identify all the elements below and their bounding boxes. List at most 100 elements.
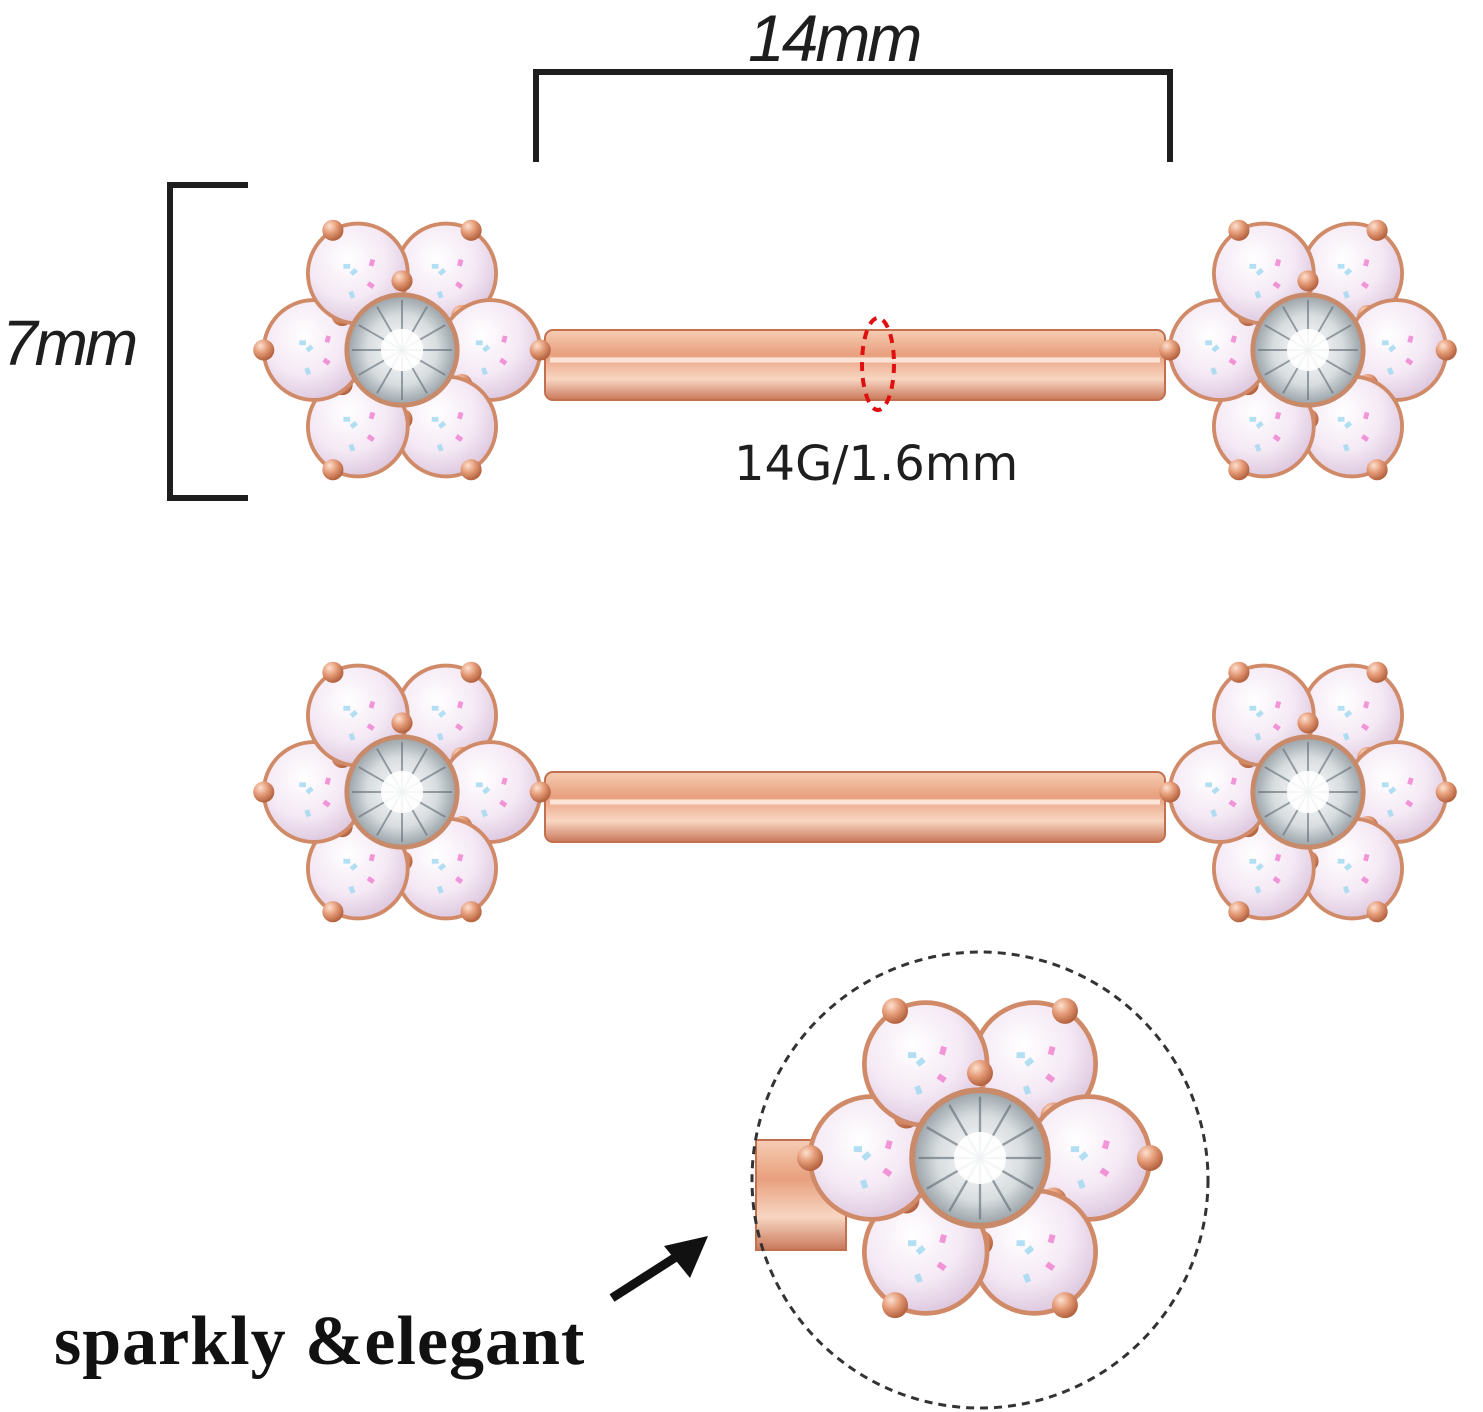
- prong: [1366, 901, 1388, 923]
- opal-sparkle: [1230, 777, 1237, 786]
- opal-sparkle: [1254, 290, 1262, 299]
- opal-sparkle: [343, 416, 351, 422]
- bar-bottom: [544, 771, 1166, 843]
- prong: [529, 339, 551, 361]
- opal-sparkle: [1274, 700, 1282, 709]
- opal-sparkle: [431, 416, 439, 422]
- opal-sparkle: [1274, 853, 1282, 862]
- opal-sparkle: [1016, 1240, 1025, 1247]
- opal-sparkle: [1255, 420, 1264, 429]
- opal-sparkle: [1360, 281, 1370, 289]
- opal-sparkle: [1078, 1151, 1089, 1161]
- opal-sparkle: [1205, 340, 1212, 346]
- opal-sparkle: [1211, 344, 1220, 353]
- opal-sparkle: [437, 709, 447, 718]
- opal-sparkle: [304, 367, 312, 376]
- opal-sparkle: [1337, 705, 1345, 711]
- opal-sparkle: [1407, 335, 1414, 344]
- opal-sparkle: [499, 357, 508, 366]
- opal-sparkle: [1249, 705, 1257, 711]
- opal-sparkle: [1388, 786, 1397, 795]
- opal-sparkle: [1360, 723, 1370, 731]
- opal-sparkle: [1360, 434, 1370, 442]
- opal-sparkle: [1274, 411, 1282, 420]
- prong: [1228, 901, 1250, 923]
- opal-sparkle: [348, 443, 356, 452]
- opal-sparkle: [1099, 1167, 1110, 1178]
- opal-sparkle: [882, 1167, 893, 1178]
- opal-sparkle: [908, 1240, 917, 1247]
- prong: [460, 901, 482, 923]
- opal-sparkle: [1249, 416, 1257, 422]
- opal-sparkle: [305, 344, 314, 353]
- prong: [322, 901, 344, 923]
- opal-sparkle: [1210, 809, 1218, 818]
- opal-sparkle: [454, 434, 464, 442]
- flower-bottom-left: [253, 661, 551, 923]
- width-bracket: [533, 69, 1173, 162]
- opal-sparkle: [1022, 1273, 1032, 1284]
- flower-zoom: [797, 997, 1163, 1319]
- prong: [882, 1292, 909, 1319]
- prong: [797, 1145, 824, 1171]
- bar-top: [544, 329, 1166, 401]
- opal-sparkle: [454, 281, 464, 289]
- arrow-icon: [609, 1236, 708, 1302]
- opal-sparkle: [1405, 799, 1414, 808]
- opal-sparkle: [1228, 357, 1237, 366]
- opal-sparkle: [436, 443, 444, 452]
- opal-petal: [1348, 744, 1445, 840]
- prong: [967, 1060, 993, 1087]
- opal-sparkle: [1337, 263, 1345, 269]
- opal-sparkle: [305, 786, 314, 795]
- opal-sparkle: [1272, 723, 1281, 731]
- opal-sparkle: [914, 1273, 923, 1284]
- prong: [1366, 661, 1388, 683]
- prong: [253, 781, 275, 803]
- opal-sparkle: [936, 1261, 947, 1272]
- opal-sparkle: [861, 1151, 872, 1161]
- opal-sparkle: [859, 1179, 869, 1190]
- prong: [322, 219, 344, 241]
- prong: [391, 270, 413, 292]
- gauge-label: 14G/1.6mm: [734, 436, 1019, 492]
- opal-petal: [1171, 744, 1268, 840]
- opal-sparkle: [299, 782, 306, 788]
- opal-sparkle: [304, 809, 312, 818]
- opal-sparkle: [1249, 858, 1257, 864]
- opal-sparkle: [1363, 853, 1370, 862]
- opal-sparkle: [324, 777, 331, 786]
- opal-sparkle: [482, 786, 491, 795]
- opal-sparkle: [1342, 443, 1350, 452]
- opal-sparkle: [939, 1233, 947, 1244]
- opal-sparkle: [368, 411, 376, 420]
- opal-sparkle: [1274, 258, 1282, 267]
- gem-highlight: [1286, 770, 1330, 814]
- opal-sparkle: [1272, 281, 1281, 289]
- flower-top-right: [1159, 219, 1457, 481]
- opal-sparkle: [368, 258, 376, 267]
- opal-sparkle: [343, 705, 351, 711]
- opal-sparkle: [366, 434, 375, 442]
- prong: [1159, 339, 1181, 361]
- opal-sparkle: [915, 1245, 926, 1255]
- opal-sparkle: [1381, 340, 1389, 346]
- opal-sparkle: [431, 263, 439, 269]
- opal-sparkle: [299, 340, 306, 346]
- opal-sparkle: [349, 862, 358, 871]
- opal-sparkle: [884, 1139, 893, 1150]
- opal-sparkle: [1343, 420, 1353, 429]
- opal-sparkle: [322, 799, 331, 808]
- opal-sparkle: [349, 420, 358, 429]
- opal-sparkle: [482, 344, 491, 353]
- opal-sparkle: [366, 723, 375, 731]
- prong: [460, 459, 482, 481]
- opal-sparkle: [343, 858, 351, 864]
- opal-sparkle: [1337, 858, 1345, 864]
- opal-sparkle: [324, 335, 331, 344]
- opal-sparkle: [1024, 1245, 1035, 1255]
- gem-highlight: [954, 1132, 1006, 1184]
- opal-sparkle: [1211, 786, 1220, 795]
- opal-sparkle: [1210, 367, 1218, 376]
